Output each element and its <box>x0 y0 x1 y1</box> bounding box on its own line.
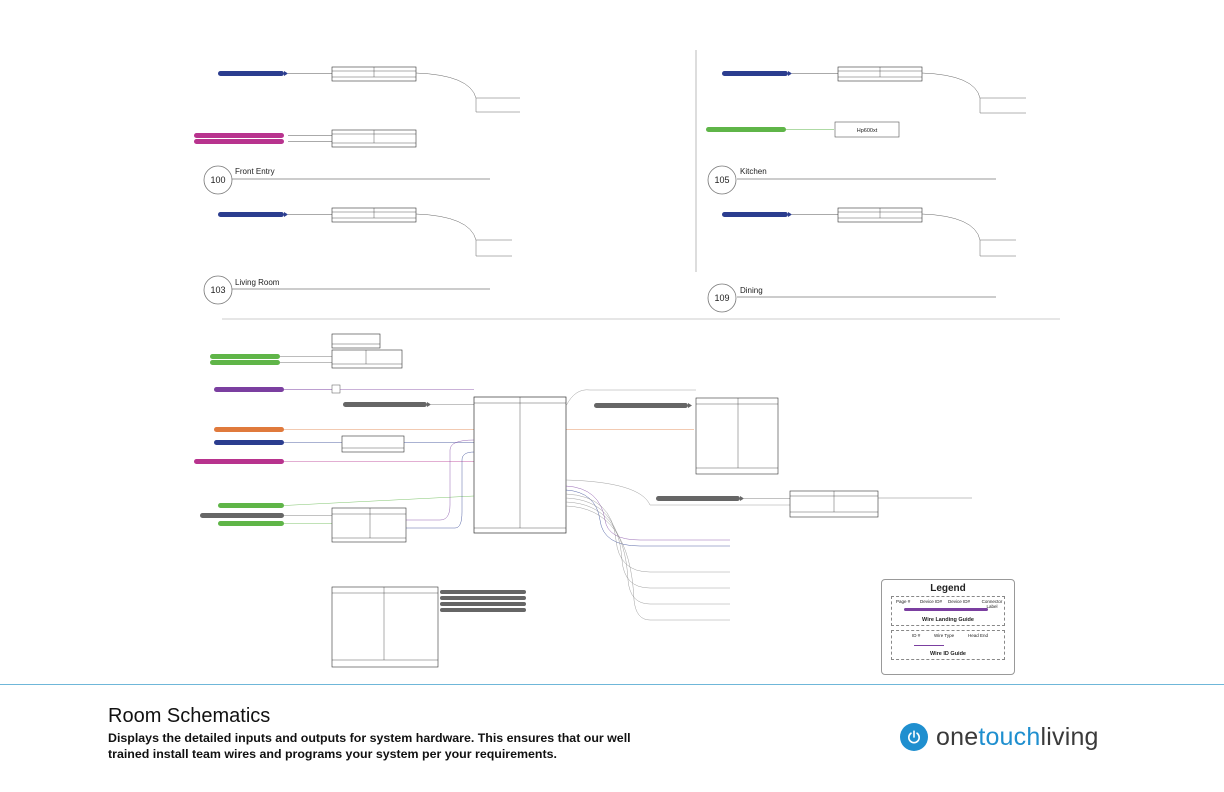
legend-page-label: Page # <box>896 599 911 604</box>
room-105-name: Kitchen <box>740 167 767 176</box>
power-icon <box>900 723 928 751</box>
brand-wordmark: onetouchliving <box>936 723 1099 752</box>
hp600xt-device-label: Hp600xt <box>857 128 878 134</box>
footer-divider <box>0 684 1224 685</box>
wire-landing-guide: Page # Device ID# Device ID# Connector L… <box>891 596 1005 626</box>
room-100-badge <box>203 165 233 195</box>
brand-word-touch: touch <box>978 722 1041 751</box>
legend-device-label: Device ID# <box>920 599 943 604</box>
room-103-badge <box>203 275 233 305</box>
room-109-name: Dining <box>740 286 763 295</box>
lighting-controller-box <box>695 397 779 475</box>
brand-word-one: one <box>936 722 979 751</box>
room-105-badge <box>707 165 737 195</box>
legend-wire-type-label: Wire Type <box>934 633 955 638</box>
room-109-number: 109 <box>714 293 729 303</box>
legend-title: Legend <box>930 583 966 594</box>
legend-wire-sample <box>904 608 988 611</box>
room-100-number: 100 <box>210 175 225 185</box>
legend-id-label: ID # <box>912 633 921 638</box>
room-105-number: 105 <box>714 175 729 185</box>
room-100-name: Front Entry <box>235 167 275 176</box>
room-105-schematic: Hp600xt 105 Kitchen <box>706 66 1026 195</box>
rack-schematic <box>194 333 972 668</box>
wire-landing-caption: Wire Landing Guide <box>922 617 974 623</box>
room-100-schematic: 100 Front Entry <box>194 66 520 195</box>
page-description: Displays the detailed inputs and outputs… <box>108 731 631 761</box>
wire-id-guide: ID # Wire Type Head End Wire ID Guide <box>891 630 1005 660</box>
lighting-panel-box <box>331 507 407 543</box>
legend-connector-label: Connector Label <box>981 599 1003 609</box>
room-109-badge <box>707 283 737 313</box>
legend-wire-id-sample <box>914 645 944 646</box>
distribution-box <box>331 586 439 668</box>
room-103-schematic: 103 Living Room <box>203 207 512 305</box>
schematic-diagram: 100 Front Entry Hp600xt 105 Kitchen <box>194 50 1060 668</box>
legend-panel: Legend Page # Device ID# Device ID# Conn… <box>881 579 1015 675</box>
legend-head-end-label: Head End <box>968 633 989 638</box>
page-title: Room Schematics <box>108 705 271 727</box>
wire-id-caption: Wire ID Guide <box>929 651 966 657</box>
room-103-name: Living Room <box>235 278 280 287</box>
room-109-schematic: 109 Dining <box>707 207 1016 313</box>
brand-logo: onetouchliving <box>900 722 1099 752</box>
brand-word-living: living <box>1040 722 1099 751</box>
room-103-number: 103 <box>210 285 225 295</box>
legend-device-id-label: Device ID# <box>948 599 971 604</box>
hp600xt-device-box <box>834 121 900 138</box>
